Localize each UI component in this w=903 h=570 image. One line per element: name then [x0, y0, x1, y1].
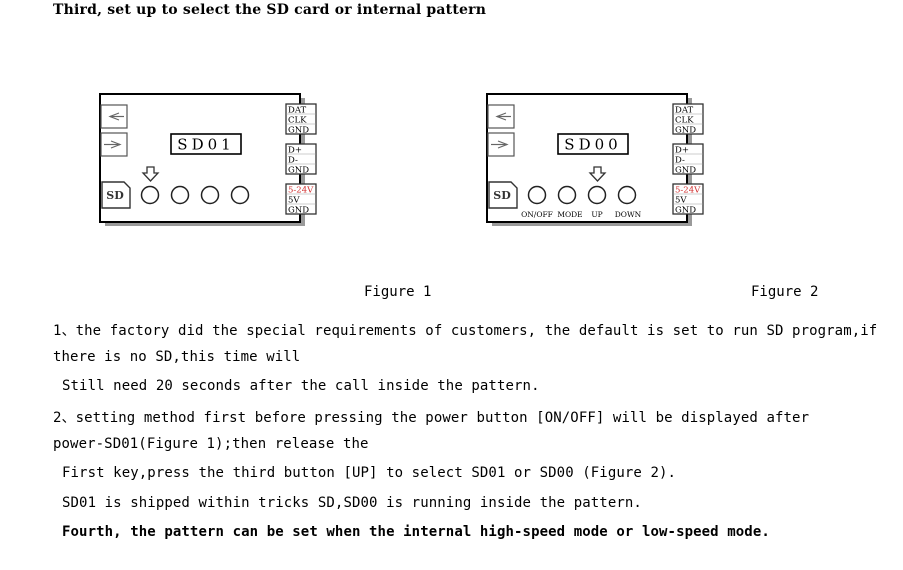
controller-board-figure-1: SD01 SD DAT CLK GND D+ D-	[99, 92, 331, 232]
svg-text:5V: 5V	[675, 196, 687, 206]
segment-display: SD00	[564, 136, 621, 154]
svg-text:SD: SD	[493, 189, 511, 202]
pin-block-middle: D+ D- GND	[285, 143, 317, 176]
pin-block-top: DAT CLK GND	[285, 103, 317, 136]
svg-text:GND: GND	[288, 126, 309, 136]
svg-text:CLK: CLK	[288, 116, 307, 126]
figure-1-caption: Figure 1	[364, 284, 432, 300]
sd-card-slot: SD	[101, 181, 131, 209]
svg-text:5V: 5V	[288, 196, 300, 206]
paragraph-2-line-3: First key,press the third button [UP] to…	[62, 465, 677, 481]
svg-text:SD: SD	[106, 189, 124, 202]
arrow-left-icon	[100, 104, 128, 129]
pin-block-middle: D+ D- GND	[672, 143, 704, 176]
svg-text:D+: D+	[675, 146, 689, 156]
arrow-right-icon	[100, 132, 128, 157]
arrow-down-icon	[588, 166, 607, 182]
svg-text:GND: GND	[675, 126, 696, 136]
paragraph-2-line-1: 2、setting method first before pressing t…	[53, 410, 810, 426]
controller-board-figure-2: SD00 SD ON/OFF MODE UP DOWN DAT CLK GND	[486, 92, 718, 232]
button-mode[interactable]	[557, 185, 577, 205]
svg-text:GND: GND	[288, 206, 309, 216]
section-heading: Third, set up to select the SD card or i…	[53, 2, 487, 18]
button-label-down: DOWN	[615, 210, 642, 219]
svg-text:5-24V: 5-24V	[675, 186, 701, 196]
svg-text:5-24V: 5-24V	[288, 186, 314, 196]
svg-text:GND: GND	[675, 166, 696, 176]
button-label-on-off: ON/OFF	[521, 210, 553, 219]
figure-2-caption: Figure 2	[751, 284, 819, 300]
paragraph-1-line-2: there is no SD,this time will	[53, 349, 301, 365]
button-3[interactable]	[200, 185, 220, 205]
pin-block-top: DAT CLK GND	[672, 103, 704, 136]
arrow-right-icon	[487, 132, 515, 157]
arrow-down-icon	[141, 166, 160, 182]
button-4[interactable]	[230, 185, 250, 205]
button-1[interactable]	[140, 185, 160, 205]
paragraph-2-line-4: SD01 is shipped within tricks SD,SD00 is…	[62, 495, 642, 511]
paragraph-1-line-3: Still need 20 seconds after the call ins…	[62, 378, 540, 394]
button-on-off[interactable]	[527, 185, 547, 205]
paragraph-3: Fourth, the pattern can be set when the …	[62, 524, 770, 540]
svg-text:DAT: DAT	[288, 106, 306, 116]
svg-text:GND: GND	[288, 166, 309, 176]
button-up[interactable]	[587, 185, 607, 205]
svg-text:D+: D+	[288, 146, 302, 156]
paragraph-2-line-2: power-SD01(Figure 1);then release the	[53, 436, 369, 452]
sd-card-slot: SD	[488, 181, 518, 209]
button-down[interactable]	[617, 185, 637, 205]
svg-text:DAT: DAT	[675, 106, 693, 116]
segment-display: SD01	[177, 136, 234, 154]
svg-text:GND: GND	[675, 206, 696, 216]
button-2[interactable]	[170, 185, 190, 205]
pin-block-power: 5-24V 5V GND	[285, 183, 317, 216]
svg-text:D-: D-	[288, 156, 298, 166]
button-label-mode: MODE	[557, 210, 582, 219]
arrow-left-icon	[487, 104, 515, 129]
svg-text:CLK: CLK	[675, 116, 694, 126]
paragraph-1-line-1: 1、the factory did the special requiremen…	[53, 323, 878, 339]
pin-block-power: 5-24V 5V GND	[672, 183, 704, 216]
svg-text:D-: D-	[675, 156, 685, 166]
button-label-up: UP	[591, 210, 602, 219]
